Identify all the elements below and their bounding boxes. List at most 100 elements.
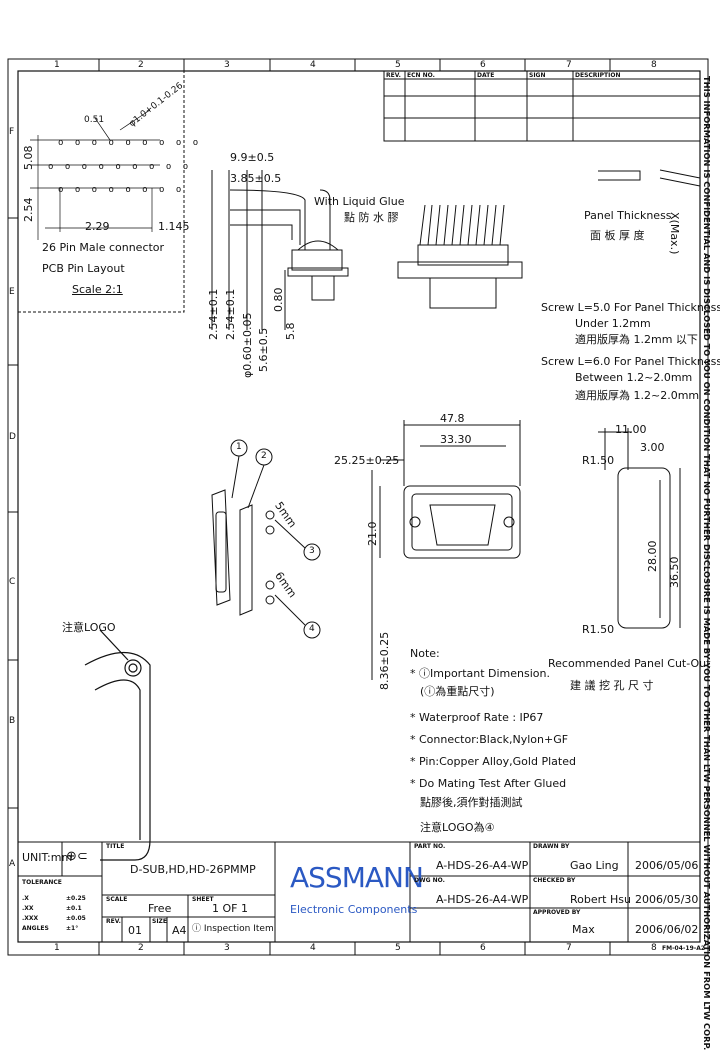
pcb-caption-scale: Scale 2:1 bbox=[72, 283, 123, 296]
pcb-layout-box bbox=[17, 70, 185, 313]
note-item-8: 注意LOGO為④ bbox=[420, 821, 495, 834]
grid-row-a: A bbox=[9, 859, 16, 869]
grid-row-e: E bbox=[9, 287, 15, 297]
title-label: TITLE bbox=[106, 843, 125, 850]
approved-by-value: Max bbox=[572, 923, 595, 936]
logo-detail-drawing bbox=[84, 629, 151, 861]
pcb-caption-layout: PCB Pin Layout bbox=[42, 262, 125, 275]
note-item-7: 點膠後,須作對插測試 bbox=[420, 796, 523, 809]
grid-row-b: B bbox=[9, 716, 16, 726]
front-view-drawing bbox=[371, 420, 521, 680]
tol-key-2: .XX bbox=[22, 905, 34, 912]
rev-header-sign: SIGN bbox=[529, 72, 546, 79]
grid-col-7: 7 bbox=[566, 60, 572, 70]
cutout-dim-11: 11.00 bbox=[615, 423, 647, 436]
screw-note-1: Screw L=5.0 For Panel Thickness bbox=[541, 301, 720, 314]
tol-val-2: ±0.1 bbox=[66, 905, 82, 912]
front-dim-210: 21.0 bbox=[366, 521, 379, 547]
cutout-title-zh: 建 議 挖 孔 尺 寸 bbox=[570, 679, 654, 692]
grid-col-4-bottom: 4 bbox=[310, 943, 316, 953]
grid-col-6-bottom: 6 bbox=[480, 943, 486, 953]
cutout-dim-r150-bottom: R1.50 bbox=[582, 623, 615, 636]
side-dim-385: 3.85±0.5 bbox=[230, 172, 282, 185]
tol-key-4: ANGLES bbox=[22, 925, 49, 932]
drawn-by-label: DRAWN BY bbox=[533, 843, 570, 850]
front-dim-836: 8.36±0.25 bbox=[378, 631, 391, 690]
tol-val-3: ±0.05 bbox=[66, 915, 86, 922]
tol-val-1: ±0.25 bbox=[66, 895, 86, 902]
screw-note-2: Under 1.2mm bbox=[575, 317, 651, 330]
glue-label-en: With Liquid Glue bbox=[314, 195, 405, 208]
front-dim-478: 47.8 bbox=[440, 412, 465, 425]
note-item-5: * Pin:Copper Alloy,Gold Plated bbox=[410, 755, 576, 768]
panel-x-max: X(Max.) bbox=[668, 212, 681, 255]
grid-col-3: 3 bbox=[224, 60, 230, 70]
callout-4: 4 bbox=[309, 624, 315, 634]
screw-note-3: 適用版厚為 1.2mm 以下 bbox=[575, 333, 698, 346]
pcb-pin-row-3: o o o o o o o o bbox=[58, 185, 185, 195]
front-dim-3330: 33.30 bbox=[440, 433, 472, 446]
callout-3: 3 bbox=[309, 546, 315, 556]
note-item-3: * Waterproof Rate : IP67 bbox=[410, 711, 544, 724]
pcb-dim-254: 2.54 bbox=[22, 197, 35, 223]
tol-key-3: .XXX bbox=[22, 915, 39, 922]
drawing-title: D-SUB,HD,HD-26PMMP bbox=[130, 863, 256, 876]
size-value: A4 bbox=[172, 924, 187, 937]
grid-col-7-bottom: 7 bbox=[566, 943, 572, 953]
panel-thickness-zh: 面 板 厚 度 bbox=[590, 229, 645, 242]
inspection-item: ⓘ Inspection Item bbox=[192, 924, 274, 934]
cutout-dim-365: 36.50 bbox=[668, 556, 681, 589]
tolerance-label: TOLERANCE bbox=[22, 879, 62, 886]
approved-by-label: APPROVED BY bbox=[533, 909, 581, 916]
grid-col-5-bottom: 5 bbox=[395, 943, 401, 953]
scale-value: Free bbox=[148, 902, 172, 915]
note-item-6: * Do Mating Test After Glued bbox=[410, 777, 567, 790]
grid-col-5: 5 bbox=[395, 60, 401, 70]
rev-header-date: DATE bbox=[477, 72, 495, 79]
side-vdim-5: 0.80 bbox=[272, 287, 285, 313]
projection-symbol-icon: ⊕⊂ bbox=[66, 849, 88, 864]
notes-title: Note: bbox=[410, 647, 440, 660]
side-vdim-4: 5.6±0.5 bbox=[257, 327, 270, 372]
rev-header-rev: REV. bbox=[386, 72, 401, 79]
title-block-frame bbox=[17, 841, 701, 943]
revision-table bbox=[383, 70, 701, 142]
screw-note-4: Screw L=6.0 For Panel Thickness bbox=[541, 355, 720, 368]
rev-header-ecn: ECN NO. bbox=[407, 72, 435, 79]
pcb-dim-508: 5.08 bbox=[22, 145, 35, 171]
side-vdim-6: 5.8 bbox=[284, 322, 297, 341]
rev-header-description: DESCRIPTION bbox=[575, 72, 621, 79]
grid-col-4: 4 bbox=[310, 60, 316, 70]
side-vdim-3: φ0.60±0.05 bbox=[241, 312, 254, 378]
cutout-dim-3: 3.00 bbox=[640, 441, 665, 454]
sheet-value: 1 OF 1 bbox=[212, 902, 248, 915]
form-number: FM-04-19-A2 bbox=[662, 945, 706, 952]
grid-col-6: 6 bbox=[480, 60, 486, 70]
side-view-drawing bbox=[211, 170, 349, 330]
dwg-no-value: A-HDS-26-A4-WP bbox=[436, 893, 529, 906]
checked-by-label: CHECKED BY bbox=[533, 877, 576, 884]
tol-val-4: ±1° bbox=[66, 925, 79, 932]
grid-col-1-bottom: 1 bbox=[54, 943, 60, 953]
dwg-no-label: DWG NO. bbox=[414, 877, 445, 884]
part-no-value: A-HDS-26-A4-WP bbox=[436, 859, 529, 872]
panel-thickness-en: Panel Thickness bbox=[584, 209, 672, 222]
grid-col-3-bottom: 3 bbox=[224, 943, 230, 953]
callout-2: 2 bbox=[261, 451, 267, 461]
pcb-dimension-lines bbox=[30, 109, 160, 240]
drawn-by-value: Gao Ling bbox=[570, 859, 619, 872]
cutout-title-en: Recommended Panel Cut-Out bbox=[548, 657, 711, 670]
size-label: SIZE bbox=[152, 918, 168, 925]
tol-key-1: .X bbox=[22, 895, 29, 902]
rev-value: 01 bbox=[128, 924, 142, 937]
grid-col-8: 8 bbox=[651, 60, 657, 70]
grid-col-2-bottom: 2 bbox=[138, 943, 144, 953]
scale-label: SCALE bbox=[106, 896, 128, 903]
grid-row-f: F bbox=[9, 127, 15, 137]
brand-subtitle: Electronic Components bbox=[290, 903, 418, 916]
glue-label-zh: 點 防 水 膠 bbox=[344, 211, 399, 224]
side-vdim-2: 2.54±0.1 bbox=[224, 288, 237, 340]
grid-row-c: C bbox=[9, 577, 16, 587]
callout-1: 1 bbox=[236, 442, 242, 452]
pcb-caption-connector: 26 Pin Male connector bbox=[42, 241, 165, 254]
